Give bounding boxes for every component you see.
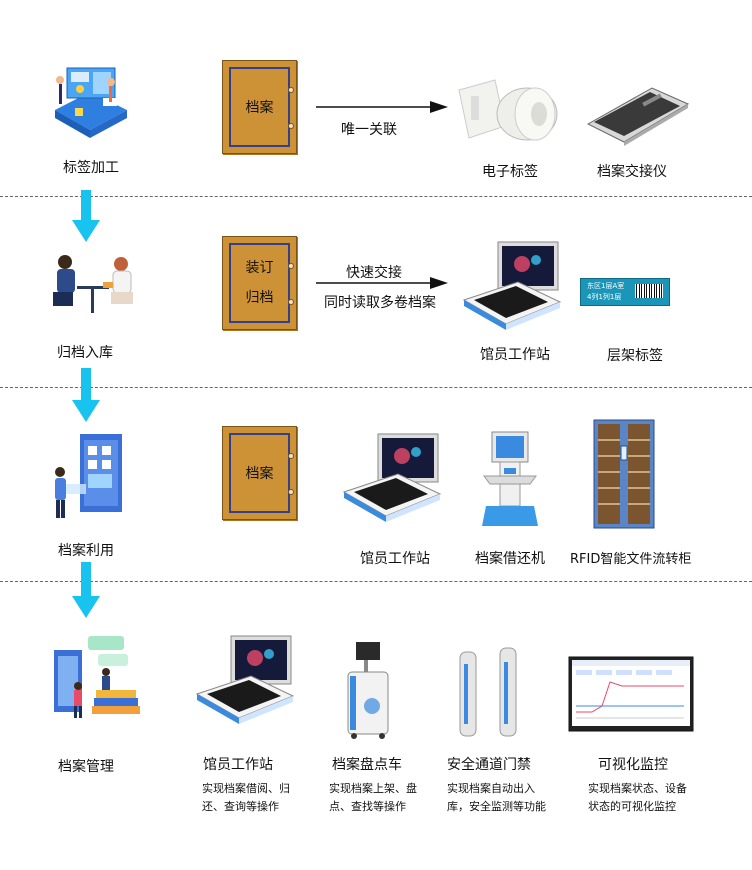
cart-description: 实现档案上架、盘 点、查找等操作: [329, 780, 429, 816]
fast-handover-label: 快速交接: [346, 265, 402, 281]
device-label-workstation-1: 馆员工作站: [480, 347, 550, 363]
security-gate-image: [459, 647, 517, 737]
folder-frame: [229, 243, 290, 323]
row-divider-1: [0, 196, 752, 197]
description-line: 还、查询等操作: [202, 800, 279, 813]
device-label-rfid-tag: 电子标签: [482, 164, 538, 180]
archive-folder-2: 装订 归档: [222, 236, 297, 330]
device-label-shelf-tag: 层架标签: [607, 348, 663, 364]
folder-ring: [288, 87, 294, 93]
stage-label-tag-processing: 标签加工: [63, 160, 119, 176]
folder-ring: [288, 299, 294, 305]
folder-frame: [229, 433, 290, 513]
description-line: 实现档案自动出入: [447, 782, 535, 795]
folder-ring: [288, 453, 294, 459]
archive-management-illustration: [54, 636, 140, 718]
librarian-workstation-image-3: [195, 635, 295, 724]
shelf-tag-image: 东区1层A室 4列1列1层: [580, 278, 670, 306]
folder-label: 档案: [245, 100, 274, 116]
unique-link-label: 唯一关联: [341, 122, 397, 138]
folder-label: 档案: [245, 466, 274, 482]
workstation-description: 实现档案借阅、归 还、查询等操作: [202, 780, 302, 816]
device-label-workstation-3: 馆员工作站: [203, 757, 273, 773]
folder-ring: [288, 123, 294, 129]
description-line: 点、查找等操作: [329, 800, 406, 813]
monitor-description: 实现档案状态、设备 状态的可视化监控: [588, 780, 698, 816]
librarian-workstation-image-2: [342, 433, 442, 522]
monitoring-screen-image: [568, 656, 694, 732]
unique-link-arrow: [316, 101, 448, 113]
flow-down-arrow-2: [72, 368, 100, 422]
stage-label-archive-storage: 归档入库: [57, 345, 113, 361]
flow-down-arrow-1: [72, 190, 100, 242]
device-label-rfid-cabinet: RFID智能文件流转柜: [570, 552, 692, 567]
archive-storage-illustration: [53, 255, 133, 313]
shelf-tag-text-line-2: 4列1列1层: [587, 293, 622, 301]
device-label-security-gate: 安全通道门禁: [447, 757, 531, 773]
gate-description: 实现档案自动出入 库，安全监测等功能: [447, 780, 557, 816]
archive-folder-1: 档案: [222, 60, 297, 154]
flow-down-arrow-3: [72, 562, 100, 618]
folder-frame: [229, 67, 290, 147]
rfid-cabinet-image: [593, 419, 655, 529]
shelf-tag-text-line-1: 东区1层A室: [587, 282, 625, 290]
rfid-tag-roll-image: [458, 79, 558, 141]
folder-label: 归档: [245, 290, 274, 306]
description-line: 实现档案借阅、归: [202, 782, 290, 795]
device-label-handover: 档案交接仪: [597, 164, 667, 180]
device-label-visual-monitoring: 可视化监控: [598, 757, 668, 773]
multi-read-label: 同时读取多卷档案: [324, 295, 436, 311]
folder-ring: [288, 263, 294, 269]
row-divider-2: [0, 387, 752, 388]
description-line: 状态的可视化监控: [588, 800, 676, 813]
device-label-borrow-return: 档案借还机: [475, 551, 545, 567]
device-label-inventory-cart: 档案盘点车: [332, 757, 402, 773]
inventory-cart-image: [347, 642, 389, 739]
stage-label-archive-usage: 档案利用: [58, 543, 114, 559]
row-divider-3: [0, 581, 752, 582]
folder-label: 装订: [245, 260, 274, 276]
description-line: 实现档案状态、设备: [588, 782, 687, 795]
archive-folder-3: 档案: [222, 426, 297, 520]
description-line: 库，安全监测等功能: [447, 800, 546, 813]
folder-ring: [288, 489, 294, 495]
borrow-return-machine-image: [482, 431, 538, 526]
shelf-tag-barcode: [635, 284, 663, 298]
stage-label-archive-management: 档案管理: [58, 759, 114, 775]
fast-handover-arrow: [316, 277, 448, 289]
device-label-workstation-2: 馆员工作站: [360, 551, 430, 567]
tag-processing-illustration: [55, 67, 127, 138]
handover-device-image: [586, 87, 690, 146]
librarian-workstation-image-1: [462, 241, 562, 330]
archive-usage-illustration: [55, 434, 122, 518]
description-line: 实现档案上架、盘: [329, 782, 417, 795]
